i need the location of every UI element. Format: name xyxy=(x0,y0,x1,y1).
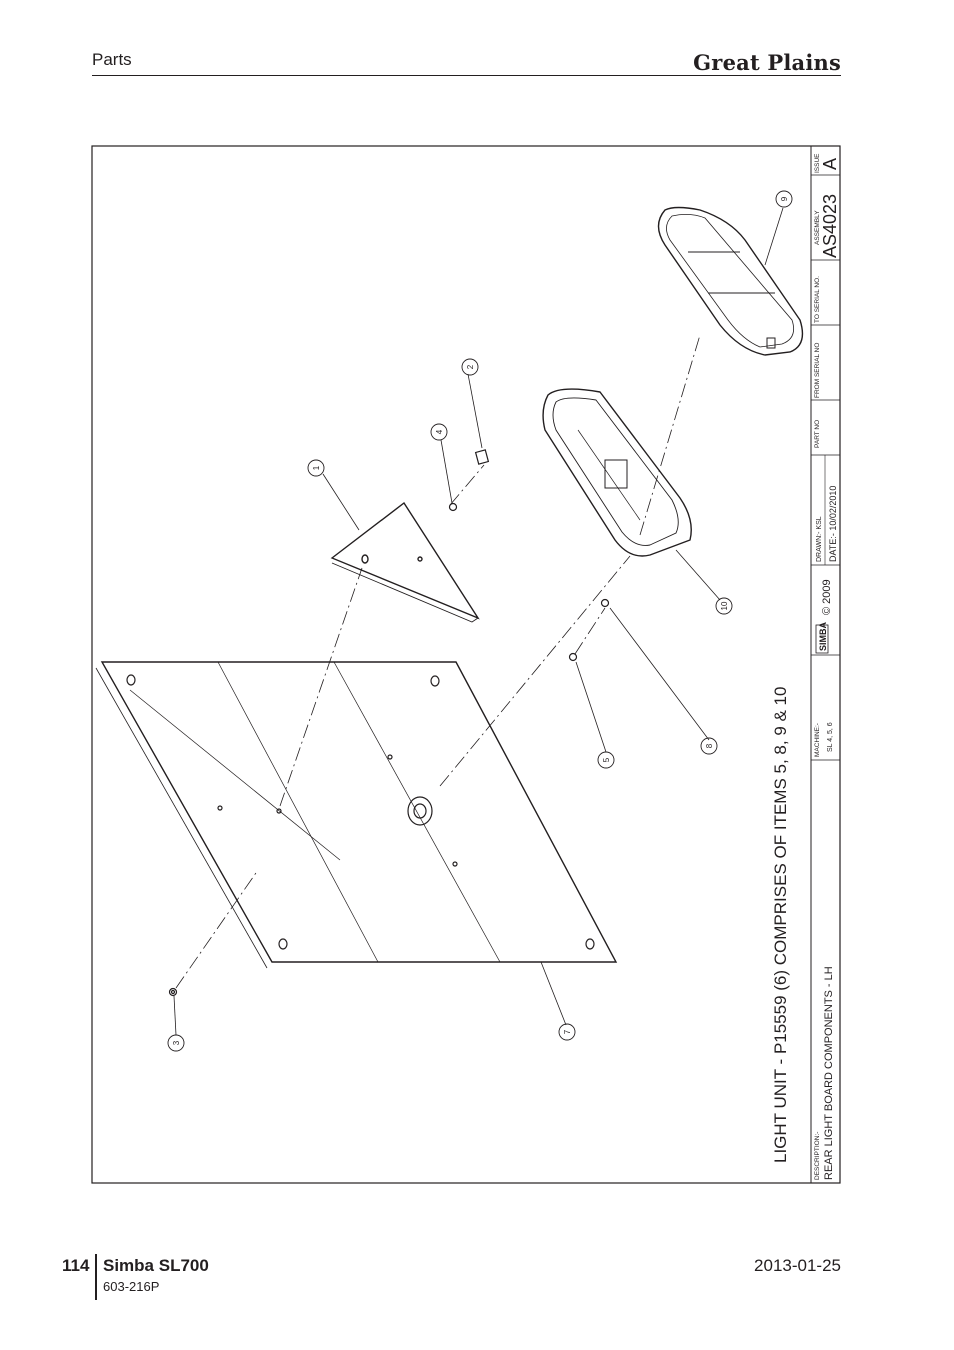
callout-3: 3 xyxy=(172,1040,181,1045)
copyright: © 2009 xyxy=(821,579,833,615)
drawing-note: LIGHT UNIT - P15559 (6) COMPRISES OF ITE… xyxy=(771,687,790,1163)
fasteners xyxy=(168,449,610,997)
callout-9: 9 xyxy=(780,196,789,201)
part-no-label: PART NO xyxy=(814,420,821,448)
header-divider xyxy=(92,75,841,76)
callout-5: 5 xyxy=(602,757,611,762)
board-holes xyxy=(126,674,595,950)
brand-logo: Great Plains xyxy=(693,50,841,75)
assembly-lines xyxy=(175,334,701,989)
assembly-value: AS4023 xyxy=(820,194,840,258)
simba-logo: SIMBA xyxy=(815,622,829,654)
description-value: REAR LIGHT BOARD COMPONENTS - LH xyxy=(823,966,835,1180)
assembly-label: ASSEMBLY xyxy=(814,210,821,245)
callout-10: 10 xyxy=(720,601,729,610)
callout-2: 2 xyxy=(466,364,475,369)
manual-part-number: 603-216P xyxy=(103,1279,160,1294)
light-bezel xyxy=(542,388,692,557)
issue-value: A xyxy=(820,158,840,170)
page-number: 114 xyxy=(62,1256,90,1275)
light-lamp xyxy=(657,206,804,356)
triangle-reflector xyxy=(330,501,480,623)
callout-4: 4 xyxy=(435,429,444,434)
callout-circles xyxy=(167,190,793,1052)
simba-logo-text: SIMBA xyxy=(818,622,828,652)
to-serial-label: TO SERIAL NO. xyxy=(814,276,821,323)
drawing-date: DATE:- 10/02/2010 xyxy=(828,486,838,562)
section-title: Parts xyxy=(92,50,132,69)
from-serial-label: FROM SERIAL NO xyxy=(814,343,821,398)
callout-7: 7 xyxy=(563,1029,572,1034)
footer-divider xyxy=(95,1254,97,1300)
callout-8: 8 xyxy=(705,743,714,748)
machine-value: SL 4, 5, 6 xyxy=(827,722,834,752)
light-board xyxy=(95,661,618,969)
description-label: DESCRIPTION:- xyxy=(814,1132,821,1180)
callout-1: 1 xyxy=(312,465,321,470)
title-block: DESCRIPTION:- REAR LIGHT BOARD COMPONENT… xyxy=(814,153,840,1180)
drawing-frame xyxy=(91,145,841,1184)
issue-label: ISSUE xyxy=(814,153,821,173)
machine-label: MACHINE:- xyxy=(814,723,821,757)
publication-date: 2013-01-25 xyxy=(754,1256,841,1275)
drawn-by: DRAWN:- KSL xyxy=(816,516,823,562)
model-name: Simba SL700 xyxy=(103,1256,209,1275)
leader-lines xyxy=(173,207,784,1036)
